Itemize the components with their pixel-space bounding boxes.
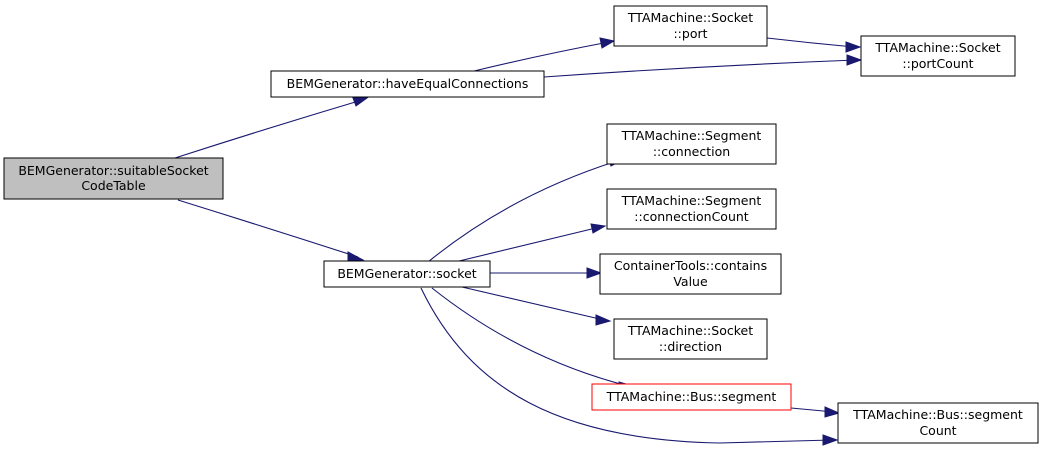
node-box: [606, 188, 777, 230]
node-box: [270, 70, 545, 98]
node-box: [599, 253, 782, 295]
edges: [174, 37, 863, 446]
node-have-equal-connections[interactable]: BEMGenerator::haveEqualConnections: [270, 70, 545, 98]
node-label: BEMGenerator::socket: [337, 266, 476, 281]
arrow-have-equal-to-portcount: [846, 54, 863, 66]
edge-port-to-portcount: [766, 37, 855, 48]
edge-socket-to-connection: [427, 160, 618, 263]
edge-socket-to-connectioncount: [454, 226, 601, 263]
node-label: TTAMachine::Socket: [627, 323, 753, 338]
node-box: [613, 5, 768, 47]
node-bus-segmentcount[interactable]: TTAMachine::Bus::segment Count: [837, 402, 1039, 444]
node-label: TTAMachine::Bus::segment: [606, 389, 777, 404]
node-box: [591, 383, 792, 411]
node-box: [613, 318, 768, 360]
node-label: Count: [919, 423, 956, 438]
node-label: ::connection: [653, 144, 730, 159]
edge-socket-to-bus-segment: [431, 287, 629, 387]
node-label: ContainerTools::contains: [614, 258, 767, 273]
edge-have-equal-to-portcount: [543, 59, 857, 78]
node-label: ::connectionCount: [634, 209, 749, 224]
node-segment-connection[interactable]: TTAMachine::Segment ::connection: [606, 123, 777, 165]
node-segment-connectioncount[interactable]: TTAMachine::Segment ::connectionCount: [606, 188, 777, 230]
node-socket-port[interactable]: TTAMachine::Socket ::port: [613, 5, 768, 47]
node-suitable-socket-code-table[interactable]: BEMGenerator::suitableSocket CodeTable: [3, 157, 224, 200]
arrow-bus-segment-to-segmentcount: [824, 406, 841, 418]
node-bus-segment[interactable]: TTAMachine::Bus::segment: [591, 383, 792, 411]
node-label: ::portCount: [902, 56, 973, 71]
edge-have-equal-to-port: [469, 41, 610, 73]
node-socket[interactable]: BEMGenerator::socket: [323, 260, 491, 288]
arrow-root-to-have-equal: [352, 97, 369, 107]
edge-root-to-socket: [177, 199, 359, 258]
node-label: TTAMachine::Bus::segment: [852, 407, 1023, 422]
node-socket-portcount[interactable]: TTAMachine::Socket ::portCount: [860, 35, 1016, 77]
node-label: TTAMachine::Socket: [874, 40, 1000, 55]
arrow-port-to-portcount: [845, 41, 862, 53]
node-box: [837, 402, 1039, 444]
node-label: TTAMachine::Segment: [621, 128, 762, 143]
arrow-socket-to-contains: [586, 267, 603, 279]
node-label: BEMGenerator::haveEqualConnections: [287, 76, 529, 91]
edge-root-to-have-equal: [174, 99, 363, 159]
node-label: ::direction: [659, 339, 722, 354]
arrow-have-equal-to-port: [599, 37, 616, 49]
node-socket-direction[interactable]: TTAMachine::Socket ::direction: [613, 318, 768, 360]
node-label: BEMGenerator::suitableSocket: [18, 163, 208, 178]
node-label: CodeTable: [81, 178, 146, 193]
node-box: [606, 123, 777, 165]
node-label: TTAMachine::Socket: [627, 10, 753, 25]
node-label: TTAMachine::Segment: [621, 193, 762, 208]
edge-socket-to-direction: [461, 286, 605, 321]
node-box: [323, 260, 491, 288]
node-box: [3, 157, 224, 200]
arrow-socket-to-connectioncount: [590, 223, 607, 234]
node-containertools-containsvalue[interactable]: ContainerTools::contains Value: [599, 253, 782, 295]
node-label: ::port: [673, 26, 707, 41]
arrow-socket-to-bus-segmentcount: [822, 434, 839, 446]
edge-socket-to-bus-segmentcount: [420, 287, 833, 444]
node-label: Value: [673, 274, 708, 289]
arrow-socket-to-direction: [595, 314, 612, 326]
node-box: [860, 35, 1016, 77]
